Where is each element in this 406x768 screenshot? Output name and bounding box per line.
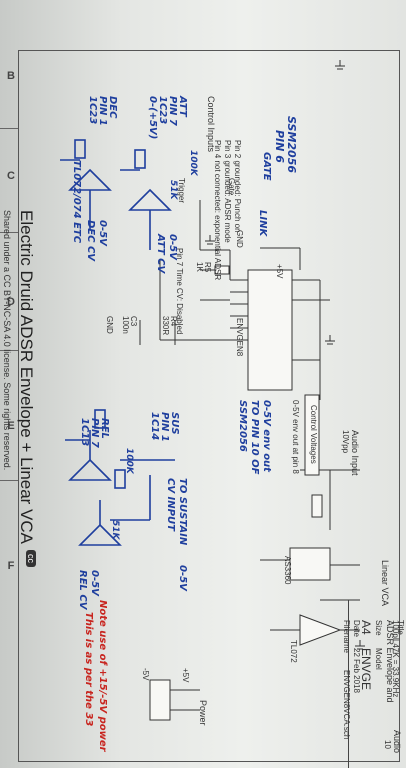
gnd-label: GND [105, 316, 114, 334]
hw-dec-label: DEC [107, 96, 118, 119]
c3-value: 100n [121, 316, 130, 334]
hw-resistor-51k: 51K [168, 180, 178, 200]
pin-note: Pin 4 not connected: exponential ADSR [213, 140, 222, 281]
hw-att-pin: PIN 7 [167, 96, 178, 126]
hw-pin-label: PIN 6 [273, 130, 286, 163]
hw-link-label: LINK [257, 210, 268, 237]
hw-dec-pin: PIN 1 [97, 96, 108, 126]
hw-sus-ic: 1C14 [149, 412, 160, 441]
hw-dec-cv: 0-5V [97, 220, 108, 246]
hw-att-cv: 0-5V [167, 234, 178, 260]
control-inputs-label: Control Inputs [206, 96, 216, 153]
hw-rel-pin: PIN 7 [89, 418, 100, 448]
date-label: Date [352, 620, 361, 637]
trigger-label: Trigger [177, 178, 186, 204]
power-label: Power [198, 700, 208, 726]
envgen-label: ENVGEN8 [235, 318, 244, 357]
hw-resistor-51k: 51K [110, 520, 120, 540]
hw-rel-cv-label: REL CV [77, 570, 88, 610]
gate-label: Gate [227, 178, 236, 196]
filename-value: ENVGEN8VCA.sch [342, 670, 351, 740]
hw-to-sustain: TO SUSTAIN [177, 478, 188, 546]
size-value: A4 [359, 620, 373, 635]
drawing-frame [18, 50, 400, 762]
hw-rel-cv: 0-5V [89, 570, 100, 596]
filename-label: Filename [342, 620, 351, 653]
license-text: Shared under a CC BY-NC-SA 4.0 license. … [2, 210, 12, 471]
hw-sus-cv: 0-5V [177, 565, 188, 591]
r5-label: R5 [203, 262, 212, 273]
audio-level-label: 10Vpp [341, 430, 350, 454]
zone-label-d: D [7, 296, 15, 308]
hw-power-note: Note use of +15/-5V power [97, 600, 108, 752]
hw-resistor-100k: 100K [124, 448, 134, 474]
gnd-label: GND [235, 230, 244, 248]
minus5v-power-label: -5V [141, 668, 150, 681]
zone-label-f: F [7, 560, 15, 572]
env-out-label: 0-5V env out at pin 8 [291, 400, 300, 474]
plus5v-label: +5V [275, 264, 284, 279]
hw-ssm2056: SSM2056 [237, 400, 248, 452]
audio-input-label: Audio Input [350, 430, 360, 476]
zone-label-b: B [7, 70, 15, 82]
c3-label: C3 [129, 316, 138, 327]
zone-divider [0, 480, 18, 481]
hw-att-ic: 1C23 [157, 96, 168, 125]
hw-env-out: 0-5V env out [261, 400, 272, 472]
plus5v-power-label: +5V [181, 668, 190, 683]
model-label: Model [374, 648, 383, 670]
hw-dec-ic: 1C23 [87, 96, 98, 125]
as3360-label: AS3360 [283, 556, 292, 585]
hw-att-range: 0-(+5V) [147, 96, 158, 140]
hw-rel-ic: 1C13 [79, 418, 90, 447]
tl072-label: TL072 [289, 640, 298, 663]
r5-value: 1K [195, 262, 204, 272]
zone-divider [0, 232, 18, 233]
zone-label-e: E [7, 420, 15, 432]
title-label: Title [396, 620, 405, 635]
zone-label-c: C [7, 170, 15, 182]
hw-att-cv-label: ATT CV [155, 234, 166, 274]
zone-divider [0, 128, 18, 129]
title-block: Title ADSR Envelope and Size A4 Model EN… [342, 600, 406, 768]
hw-rel-label: REL [99, 418, 110, 439]
control-voltages-label: Control Voltages [309, 405, 318, 464]
hw-resistor-100k: 100K [188, 150, 198, 176]
cc-logo: cc [26, 550, 36, 567]
r4-label: R4 [169, 316, 178, 327]
size-label: Size [374, 620, 383, 636]
r4-value: 330R [161, 316, 170, 336]
hw-gate-label: GATE [261, 152, 272, 181]
hw-to-pin10: TO PIN 10 OF [249, 400, 260, 475]
zone-divider [0, 350, 18, 351]
date-value: 22 Feb 2018 [352, 648, 361, 693]
hw-tl072-label: TL072/074 ETC [71, 160, 82, 244]
hw-cv-input: CV INPUT [165, 478, 176, 531]
title-value: ADSR Envelope and [385, 620, 395, 703]
model-value: ENVGE [359, 648, 373, 691]
hw-power-note-2: This is as per the 33 [83, 612, 94, 727]
hw-ssm-label: SSM2056 [285, 116, 298, 174]
hw-att-label: ATT [177, 96, 188, 117]
hw-sus-pin: PIN 1 [159, 412, 170, 442]
sheet-title: Electric Druid ADSR Envelope + Linear VC… [17, 210, 36, 545]
hw-sus-label: SUS [169, 412, 180, 435]
hw-dec-cv-label: DEC CV [85, 220, 96, 262]
